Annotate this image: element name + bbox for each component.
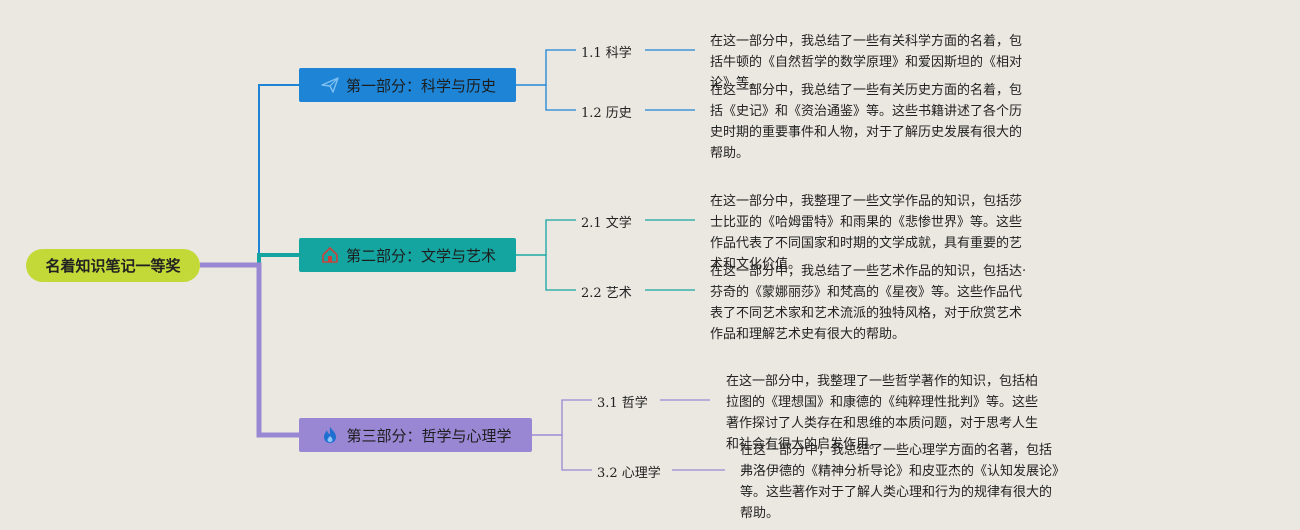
branch-label: 第二部分：文学与艺术 xyxy=(345,246,496,265)
sub-node-science[interactable]: 1.1 科学 xyxy=(581,46,632,61)
branch-label: 第一部分：科学与历史 xyxy=(345,76,496,95)
branch-literature-art[interactable]: 第二部分：文学与艺术 xyxy=(299,238,516,272)
connector-sub-3-1 xyxy=(532,399,592,436)
branch-science-history[interactable]: 第一部分：科学与历史 xyxy=(299,68,516,102)
flame-icon xyxy=(319,424,341,446)
sub-node-literature[interactable]: 2.1 文学 xyxy=(581,216,632,231)
desc-psychology: 在这一部分中，我总结了一些心理学方面的名著，包括弗洛伊德的《精神分析导论》和皮亚… xyxy=(740,443,1059,521)
sub-node-history[interactable]: 1.2 历史 xyxy=(581,106,632,121)
connector-branch-3 xyxy=(200,262,299,438)
branch-philosophy-psychology[interactable]: 第三部分：哲学与心理学 xyxy=(299,418,532,452)
connector-branch-1 xyxy=(200,84,299,266)
desc-history: 在这一部分中，我总结了一些有关历史方面的名着，包括《史记》和《资治通鉴》等。这些… xyxy=(710,83,1023,161)
connector-sub-2-1 xyxy=(516,219,576,256)
connector-sub-2-2 xyxy=(516,254,576,291)
connector-sub-1-1 xyxy=(516,49,576,86)
sub-node-philosophy[interactable]: 3.1 哲学 xyxy=(597,396,648,411)
connector-sub-1-2 xyxy=(516,84,576,111)
root-node[interactable]: 名着知识笔记一等奖 xyxy=(26,249,200,282)
sub-node-psychology[interactable]: 3.2 心理学 xyxy=(597,466,661,481)
sub-node-art[interactable]: 2.2 艺术 xyxy=(581,286,632,301)
root-label: 名着知识笔记一等奖 xyxy=(45,257,181,275)
desc-art: 在这一部分中，我总结了一些艺术作品的知识，包括达·芬奇的《蒙娜丽莎》和梵高的《星… xyxy=(710,264,1027,342)
branch-label: 第三部分：哲学与心理学 xyxy=(346,426,512,445)
house-icon xyxy=(319,244,341,266)
desc-philosophy: 在这一部分中，我整理了一些哲学著作的知识，包括柏拉图的《理想国》和康德的《纯粹理… xyxy=(726,374,1039,452)
connector-sub-3-2 xyxy=(532,434,592,471)
desc-science: 在这一部分中，我总结了一些有关科学方面的名着，包括牛顿的《自然哲学的数学原理》和… xyxy=(710,34,1023,91)
desc-literature: 在这一部分中，我整理了一些文学作品的知识，包括莎士比亚的《哈姆雷特》和雨果的《悲… xyxy=(710,194,1023,272)
paper-plane-icon xyxy=(319,74,341,96)
